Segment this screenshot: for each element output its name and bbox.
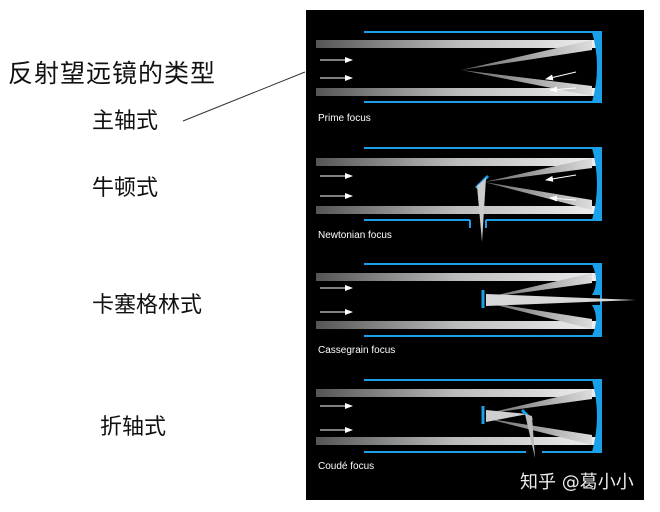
label-prime-focus: 主轴式 [92, 109, 159, 134]
diverted-beam [477, 178, 486, 242]
prime-focus-diagram: Prime focus [316, 31, 602, 124]
coude-output-beam [525, 414, 535, 458]
caption-coude-focus: Coudé focus [318, 461, 374, 472]
primary-mirror-upper [592, 264, 600, 295]
incoming-beam-bottom [316, 88, 598, 96]
label-coude-focus: 折轴式 [100, 415, 167, 440]
telescope-diagrams: Prime focus Newtonian focus Cassegrain f… [316, 31, 636, 472]
tube-outline [364, 379, 602, 453]
reflected-beam-top [461, 40, 592, 70]
focused-beam [486, 294, 636, 306]
return-beam [486, 410, 528, 422]
caption-cassegrain-focus: Cassegrain focus [318, 345, 395, 356]
caption-prime-focus: Prime focus [318, 113, 371, 124]
primary-mirror [592, 148, 600, 220]
coude-focus-diagram: Coudé focus [316, 379, 602, 472]
watermark: 知乎 @葛小小 [520, 472, 634, 493]
diagram-title: 反射望远镜的类型 [8, 59, 217, 88]
incoming-beam-top [316, 40, 598, 48]
primary-mirror [592, 380, 600, 452]
primary-mirror [592, 32, 600, 102]
tube-outline [364, 147, 602, 221]
tube-outline [364, 31, 602, 103]
newtonian-focus-diagram: Newtonian focus [316, 147, 602, 242]
caption-newtonian-focus: Newtonian focus [318, 230, 392, 241]
label-newtonian-focus: 牛顿式 [92, 176, 159, 201]
cassegrain-focus-diagram: Cassegrain focus [316, 263, 636, 356]
label-cassegrain-focus: 卡塞格林式 [92, 293, 203, 318]
primary-mirror-lower [592, 305, 600, 336]
